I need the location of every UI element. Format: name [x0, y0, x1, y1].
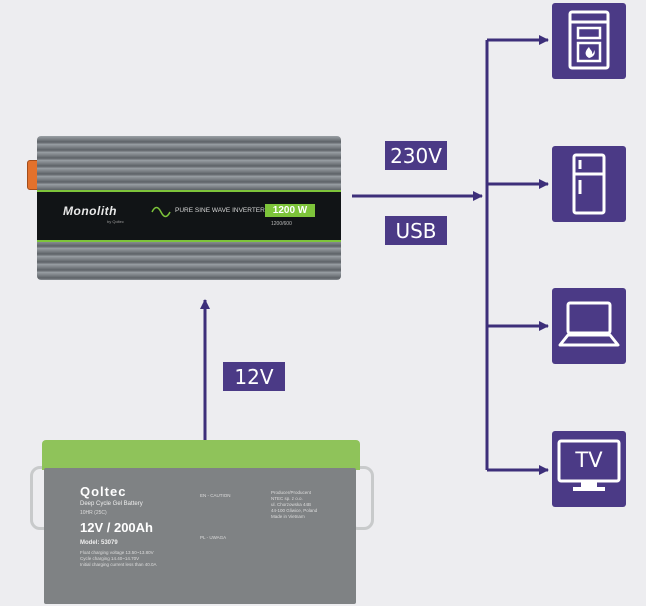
- laptop-device: [552, 288, 626, 364]
- inverter: Monolith by Qoltec PURE SINE WAVE INVERT…: [27, 132, 347, 284]
- ac-output-label: 230V: [385, 141, 447, 170]
- battery-producer-line: ul. Chorzowska 44B: [271, 502, 312, 507]
- battery-caution-line: PL - UWAGA: [200, 535, 227, 540]
- sine-wave-icon: [151, 206, 171, 218]
- battery-model: Model: 53079: [80, 540, 118, 546]
- inverter-power-badge: 1200 W: [265, 204, 315, 217]
- tv-label: TV: [575, 448, 603, 472]
- usb-output-label: USB: [385, 216, 447, 245]
- inverter-model: 1200/600: [271, 221, 292, 227]
- inverter-brand-sub: by Qoltec: [107, 219, 124, 224]
- tv-icon: [557, 439, 621, 491]
- battery-caution: EN - CAUTION PL - UWAGA: [200, 493, 231, 541]
- battery: Qoltec Deep Cycle Gel Battery 10HR (25C)…: [30, 440, 374, 604]
- battery-lid: [42, 440, 360, 470]
- stove-icon: [568, 10, 610, 70]
- stove-device: [552, 3, 626, 79]
- battery-spec-line: Float charging voltage 13.50~13.80V: [80, 550, 154, 555]
- battery-producer-line: Made in Vietnam: [271, 514, 305, 519]
- inverter-type: PURE SINE WAVE INVERTER: [175, 207, 265, 214]
- refrigerator-icon: [572, 153, 606, 215]
- battery-spec-line: Cycle charging 14.40~14.70V: [80, 556, 140, 561]
- battery-producer-line: NTEC sp. z o.o.: [271, 496, 303, 501]
- tv-device: TV: [552, 431, 626, 507]
- battery-logo: Qoltec: [80, 484, 127, 499]
- refrigerator-device: [552, 146, 626, 222]
- battery-specs: Float charging voltage 13.50~13.80V Cycl…: [80, 550, 157, 568]
- battery-producer-line: Producer/Producent: [271, 490, 312, 495]
- battery-body: Qoltec Deep Cycle Gel Battery 10HR (25C)…: [44, 468, 356, 604]
- battery-capacity: 12V / 200Ah: [80, 520, 153, 535]
- battery-rate: 10HR (25C): [80, 510, 107, 516]
- battery-spec-line: Initial charging current less than 40.0A: [80, 562, 157, 567]
- dc-input-label: 12V: [223, 362, 285, 391]
- inverter-brand: Monolith: [63, 204, 117, 218]
- inverter-front-panel: Monolith by Qoltec PURE SINE WAVE INVERT…: [37, 190, 341, 242]
- battery-caution-line: EN - CAUTION: [200, 493, 231, 498]
- battery-product: Deep Cycle Gel Battery: [80, 501, 143, 507]
- battery-producer-line: 44-100 Gliwice, Poland: [271, 508, 318, 513]
- inverter-housing: Monolith by Qoltec PURE SINE WAVE INVERT…: [37, 136, 341, 280]
- laptop-icon: [558, 301, 620, 347]
- battery-producer: Producer/Producent NTEC sp. z o.o. ul. C…: [271, 490, 317, 520]
